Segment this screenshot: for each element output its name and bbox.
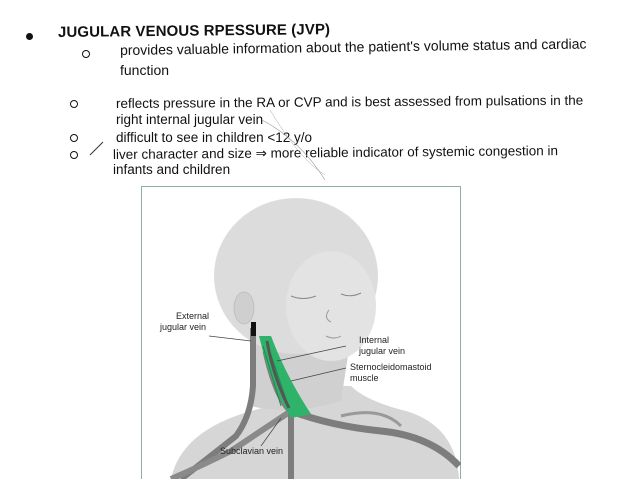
bullet-3-line1: difficult to see in children <12 y/o [116,130,312,145]
label-external-line2: jugular vein [160,322,207,332]
internal-jugular-vein [265,340,291,409]
label-scm-line1: Sternocleidomastoid [350,362,432,372]
bullet-1-line2: function [120,62,170,78]
bullet-2-line2: right internal jugular vein [116,112,264,127]
right-eye [340,292,362,297]
sub-bullet-1 [82,50,90,58]
label-subclavian: Subclavian vein [220,446,284,456]
label-external-line1: External [176,311,210,321]
leader-subclavian [260,417,282,447]
leader-internal [276,345,347,362]
ear [233,291,255,325]
bullet-4-line2: infants and children [113,162,231,177]
leader-external [208,335,252,342]
sub-bullet-3 [70,134,78,142]
main-bullet [26,33,33,40]
sub-bullet-4 [70,151,78,159]
nose [325,309,332,323]
label-scm-line2: muscle [350,373,379,383]
sub-bullet-2 [70,100,78,108]
face [286,251,376,361]
left-eye [290,295,317,299]
subclavian-vein-left [169,408,293,479]
torso [171,386,459,479]
clavicle-vein [340,411,403,428]
muscle-stripe-1 [262,345,282,407]
catheter-marker [251,322,256,336]
leader-scm [290,367,347,382]
label-internal-line2: jugular vein [359,346,406,356]
anatomy-figure [141,186,461,479]
mouth [325,335,342,339]
label-internal-line1: Internal [359,335,390,345]
